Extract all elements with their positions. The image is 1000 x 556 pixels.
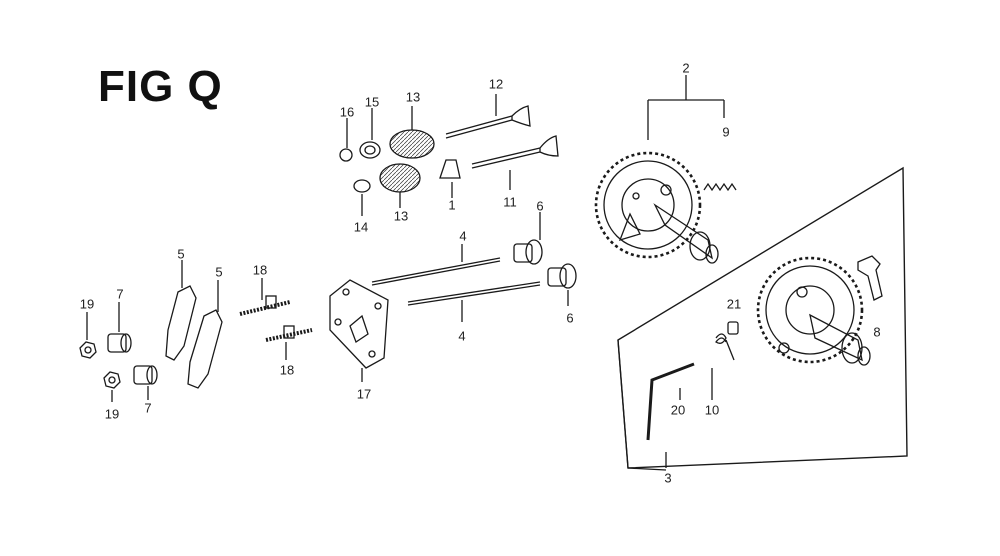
callout-17: 17 [356, 386, 372, 402]
pivot-upper [107, 302, 132, 353]
callout-12: 12 [488, 76, 504, 92]
camshaft-assembly-box [617, 166, 908, 471]
valve-spring-upper [389, 106, 435, 159]
pivot-lower [133, 365, 158, 400]
decompressor-weight [857, 255, 883, 301]
push-rod-lower [407, 281, 541, 322]
tappet-lower [547, 263, 577, 306]
stem-seal-1 [439, 159, 461, 198]
push-rod-upper [371, 244, 501, 286]
retainer-15 [359, 108, 381, 159]
cam-gear [594, 151, 719, 264]
spring-10 [711, 333, 735, 400]
callout-4-lower: 4 [458, 328, 466, 344]
callout-3: 3 [664, 470, 672, 486]
callout-13-upper: 13 [405, 89, 421, 105]
nut-upper [79, 312, 97, 359]
cam-gear-assembly [756, 256, 871, 366]
keeper-16 [339, 118, 353, 162]
callout-21: 21 [726, 296, 742, 312]
callout-10: 10 [704, 402, 720, 418]
callout-11: 11 [503, 194, 517, 210]
spring-9 [703, 182, 737, 192]
stud-upper [239, 278, 291, 316]
callout-7-lower: 7 [144, 400, 152, 416]
valve-11 [471, 135, 559, 190]
valve-spring-lower [379, 163, 421, 208]
callout-18-upper: 18 [252, 262, 268, 278]
callout-4-upper: 4 [459, 228, 467, 244]
valve-12 [445, 94, 531, 139]
callout-5-right: 5 [215, 264, 223, 280]
callout-19-upper: 19 [79, 296, 95, 312]
callout-7-upper: 7 [116, 286, 124, 302]
callout-8: 8 [873, 324, 881, 340]
pin-21 [727, 321, 739, 335]
rocker-arm-right [187, 280, 223, 389]
callout-6-upper: 6 [536, 198, 544, 214]
rocker-arm-left [165, 260, 197, 361]
callout-14: 14 [353, 219, 369, 235]
callout-6-lower: 6 [566, 310, 574, 326]
callout-20: 20 [670, 402, 686, 418]
callout-19-lower: 19 [104, 406, 120, 422]
stud-lower [265, 325, 313, 360]
rod-20 [646, 362, 695, 441]
callout-1: 1 [448, 197, 456, 213]
figure-title: FIG Q [98, 62, 223, 111]
callout-2: 2 [682, 60, 690, 76]
retainer-14 [353, 179, 371, 216]
nut-lower [103, 371, 121, 402]
leader-2 [647, 75, 725, 140]
callout-9: 9 [722, 124, 730, 140]
callout-5-left: 5 [177, 246, 185, 262]
callout-15: 15 [364, 94, 380, 110]
callout-18-lower: 18 [279, 362, 295, 378]
guide-plate-17 [329, 279, 389, 382]
tappet-upper [513, 212, 543, 265]
callout-13-lower: 13 [393, 208, 409, 224]
callout-16: 16 [339, 104, 355, 120]
